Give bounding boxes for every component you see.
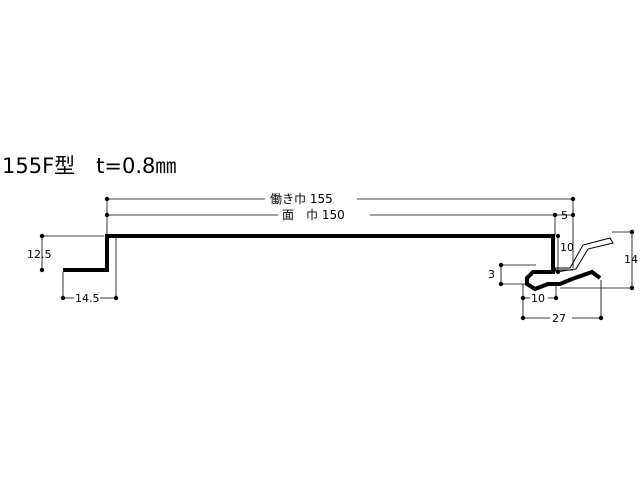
dimension-10-horizontal-label: 10	[531, 292, 545, 305]
left-step-dimension: 14.5	[60, 236, 119, 305]
dimension-3-label: 3	[488, 268, 495, 281]
dimension-27-label: 27	[552, 312, 566, 325]
left-height-dimension: 12.5	[27, 233, 104, 273]
panel-profile	[63, 234, 614, 292]
dimension-5-label: 5	[561, 209, 568, 222]
face-width-dimension: 面 巾 150 5	[104, 208, 576, 222]
right-drop-dimension: 10	[556, 234, 574, 274]
profile-title: 155F型 t=0.8㎜	[2, 154, 177, 178]
joint-width-dimension: 27	[520, 280, 604, 325]
dimension-14-label: 14	[624, 253, 638, 266]
dimension-10-vertical-label: 10	[560, 241, 574, 254]
working-width-label: 働き巾 155	[270, 192, 333, 206]
dimension-14-5-label: 14.5	[75, 292, 100, 305]
face-width-label: 面 巾 150	[282, 208, 345, 222]
hem-width-dimension: 10	[520, 284, 559, 318]
dimension-12-5-label: 12.5	[27, 248, 52, 261]
joint-height-dimension: 14	[560, 229, 638, 291]
working-width-dimension: 働き巾 155	[104, 192, 576, 206]
